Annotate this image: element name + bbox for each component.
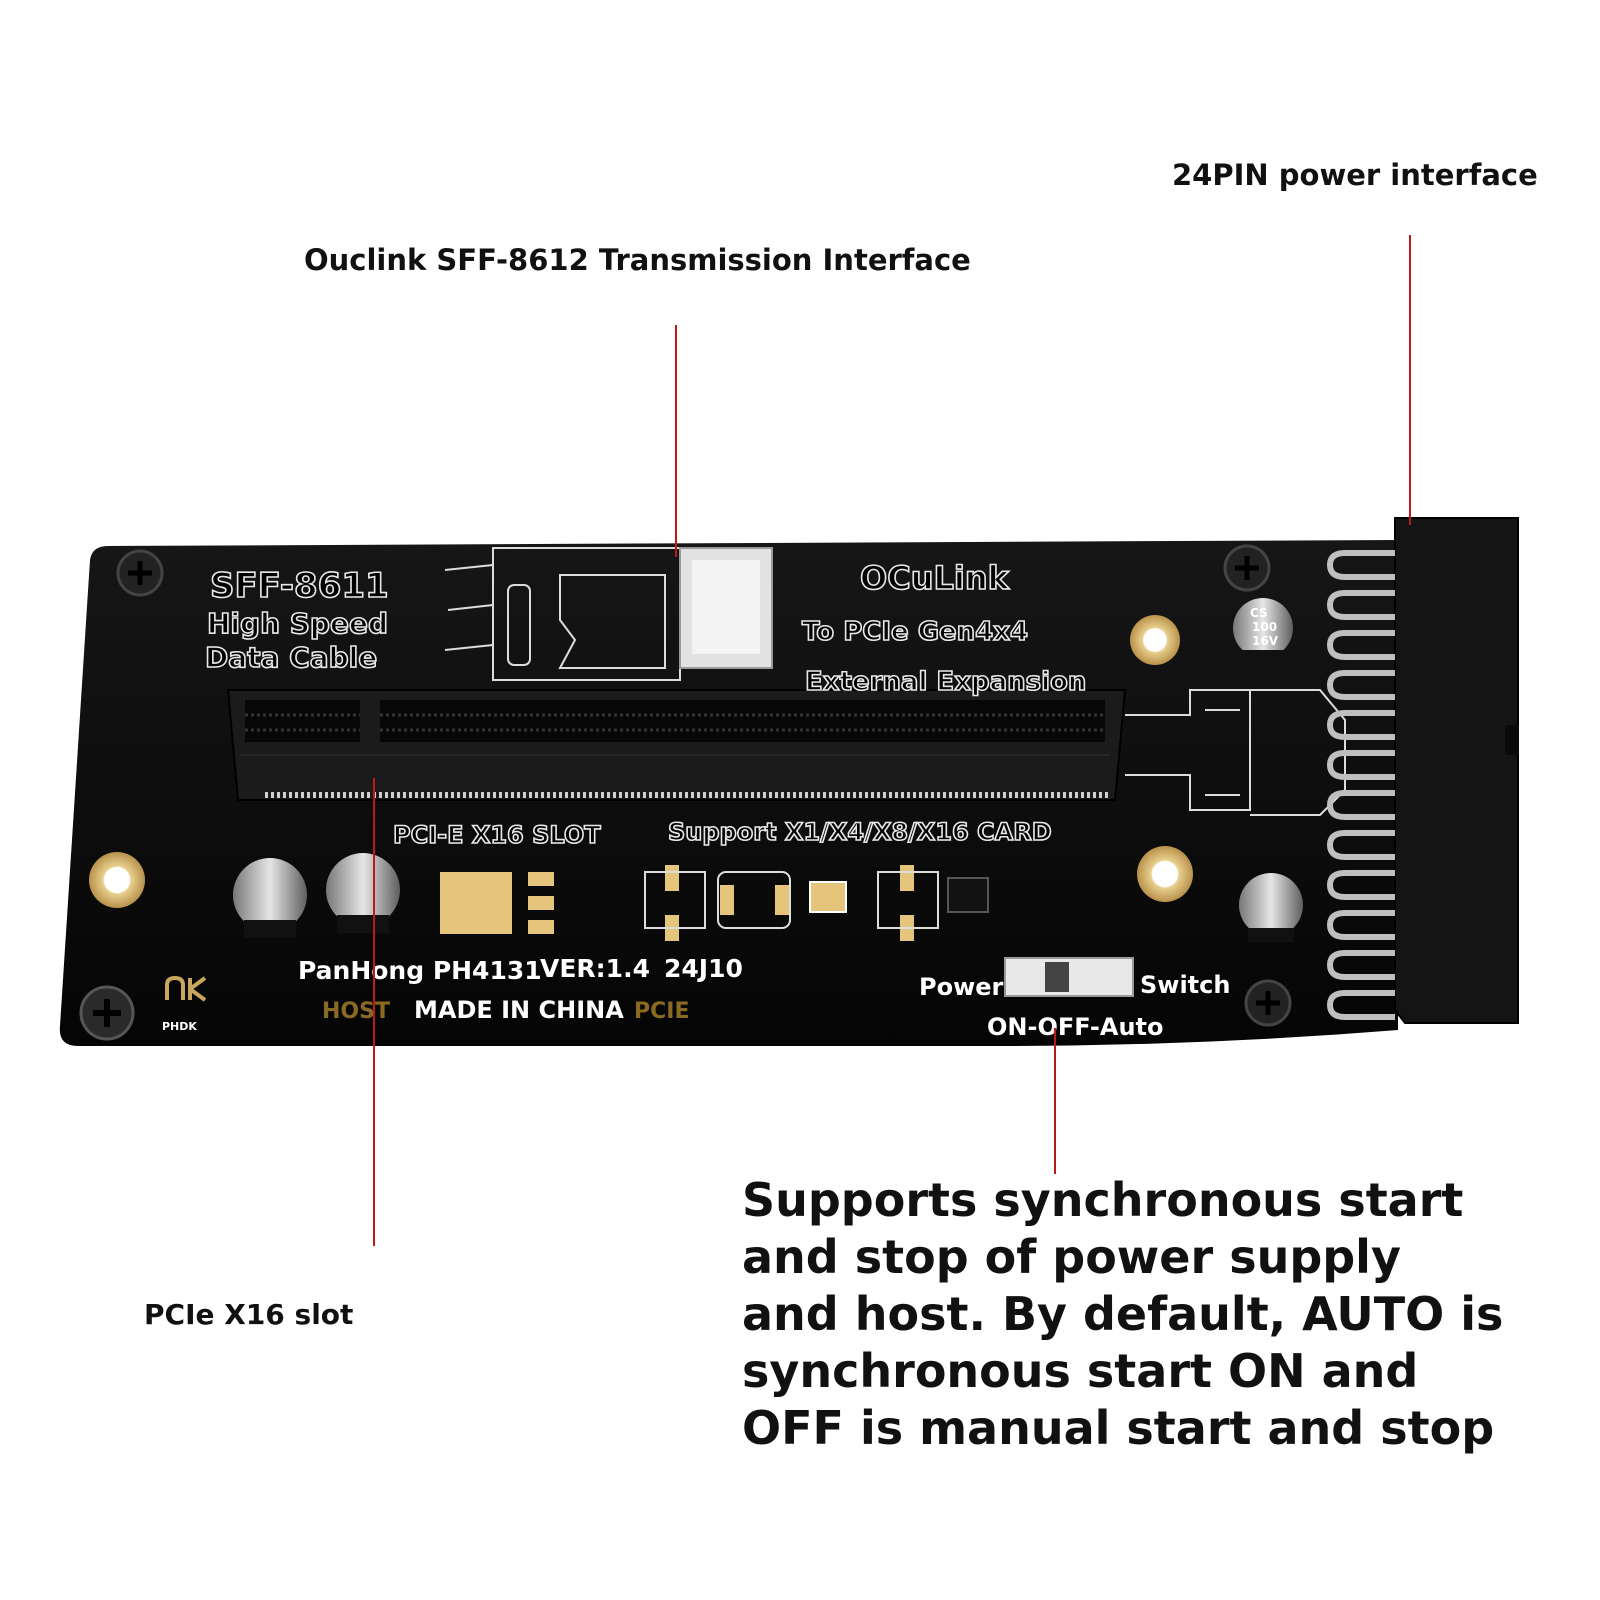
capacitor [1233,598,1293,664]
connector-pin [1326,710,1395,740]
silk-switch: Switch [1140,971,1230,999]
silk-support-label: Support X1/X4/X8/X16 CARD [668,818,1052,846]
connector-pin [1326,550,1395,580]
leader-line-oculink [675,325,677,557]
gold-mounting-hole [89,852,145,908]
gold-pad [775,885,789,915]
capacitor [326,853,400,933]
ic-chip [947,877,989,913]
gold-pad [720,885,734,915]
cap-marking: CS [1250,606,1268,620]
connector-pin [1326,950,1395,980]
gold-mounting-hole [1130,615,1180,665]
connector-pin [1326,750,1395,780]
silk-host: HOST [322,999,390,1024]
silk-sff-line2: High Speed [207,607,388,640]
silk-sff-line3: Data Cable [205,641,377,674]
pcie-x16-slot [226,689,1127,801]
callout-oculink-interface: Ouclink SFF-8612 Transmission Interface [304,243,971,277]
gold-pad [665,865,679,891]
gold-pad [900,865,914,891]
gold-pad [528,896,554,910]
callout-switch-description: Supports synchronous start and stop of p… [742,1173,1504,1455]
leader-line-24pin [1409,235,1411,525]
inductor-outline [717,871,791,929]
connector-pin [1326,670,1395,700]
connector-pin [1326,870,1395,900]
ic-chip [809,881,847,913]
cap-marking: 100 [1252,620,1277,634]
component-outline [644,871,706,929]
gold-pad [528,872,554,886]
silk-made-in: MADE IN CHINA [414,996,624,1024]
silk-oculink-line2: To PCIe Gen4x4 [802,617,1028,647]
silk-slot-label: PCI-E X16 SLOT [393,821,601,849]
silk-model: PanHong PH4131 [298,956,542,985]
oculink-connector-outline [444,547,681,681]
mounting-screw-icon [1244,979,1292,1027]
silk-switch-modes: ON-OFF-Auto [987,1013,1163,1041]
24pin-connector [1326,517,1519,1024]
capacitor [1239,873,1303,942]
mounting-screw-icon [79,985,135,1041]
callout-pcie-slot: PCIe X16 slot [144,1298,354,1331]
silk-logo-text: PHDK [162,1020,197,1033]
cap-marking: 16V [1252,634,1279,648]
mounting-screw-icon [1223,544,1271,592]
leader-line-pcie [373,778,375,1246]
power-switch [1004,957,1134,997]
leader-line-switch [1054,1028,1056,1174]
capacitor [233,858,307,938]
gold-mounting-hole [1137,846,1193,902]
connector-pin [1326,990,1395,1020]
silk-version: VER:1.4 [540,954,650,983]
gold-pad [440,872,512,934]
silk-date-code: 24J10 [664,954,743,983]
connector-pin [1326,790,1395,820]
connector-pin [1326,830,1395,860]
connector-pin [1326,630,1395,660]
phdk-logo [165,975,207,1002]
gold-pad [528,920,554,934]
connector-pin [1326,590,1395,620]
mounting-screw-icon [116,549,164,597]
callout-24pin-power: 24PIN power interface [1172,158,1538,192]
component-outline [877,871,939,929]
silk-sff-title: SFF-8611 [210,566,389,606]
silk-power: Power [919,973,1004,1001]
silk-oculink-line3: External Expansion [805,667,1086,697]
silk-pcie: PCIE [634,999,689,1024]
silk-oculink-title: OCuLink [860,559,1010,597]
connector-pin [1326,910,1395,940]
